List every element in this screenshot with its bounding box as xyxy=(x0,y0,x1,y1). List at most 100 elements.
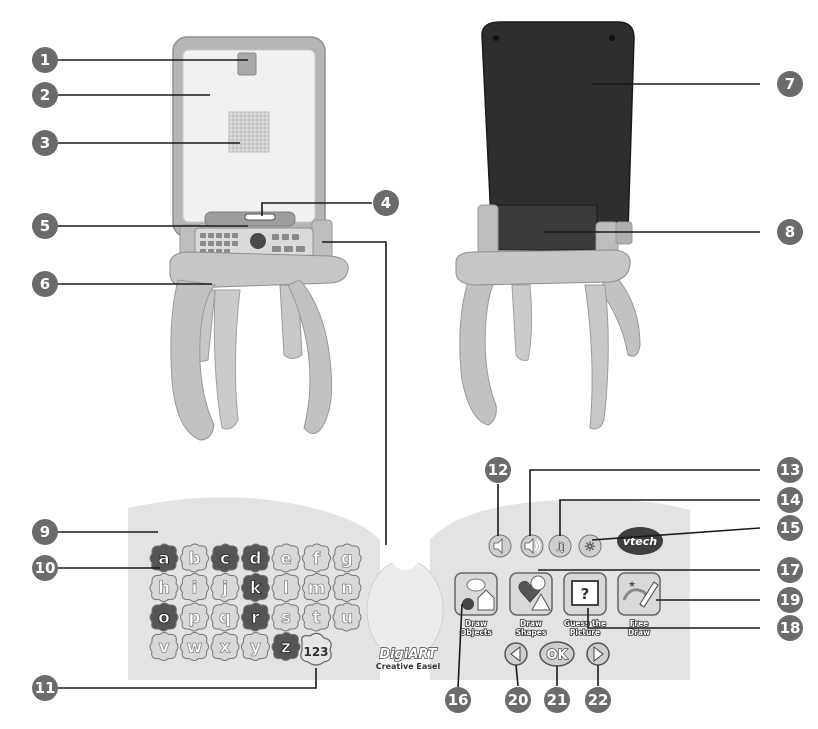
callout-number: 5 xyxy=(40,217,50,235)
numbers-key-label: 123 xyxy=(303,645,328,659)
letter-key-v[interactable]: v xyxy=(149,632,179,661)
vtech-logo-text: vtech xyxy=(623,535,657,548)
callout-19: 19 xyxy=(777,587,803,613)
guess-picture-button[interactable]: ? xyxy=(563,572,607,616)
product-title: DigiART xyxy=(379,647,437,662)
letter-key-q[interactable]: q xyxy=(210,602,240,632)
free-draw-button[interactable]: ★ xyxy=(617,572,661,616)
letter-key-k[interactable]: k xyxy=(241,573,270,602)
back-easel-leg-right xyxy=(599,269,641,357)
letter-key-label: l xyxy=(283,579,289,599)
letter-key-j[interactable]: j xyxy=(210,573,240,602)
chalkboard xyxy=(481,21,635,241)
product-subtitle: Creative Easel xyxy=(376,662,441,671)
callout-15: 15 xyxy=(777,515,803,541)
left-arrow-button[interactable] xyxy=(504,642,528,666)
callout-number: 21 xyxy=(547,691,568,709)
letter-key-p[interactable]: p xyxy=(180,602,209,632)
chalkboard-screw-right xyxy=(609,35,615,41)
letter-key-f[interactable]: f xyxy=(302,543,331,573)
draw-objects-button[interactable] xyxy=(454,572,498,616)
letter-key-x[interactable]: x xyxy=(210,632,240,661)
leader-line-18 xyxy=(587,608,760,629)
letter-key-u[interactable]: u xyxy=(332,602,362,632)
back-easel-leg-front xyxy=(584,284,609,430)
callout-16: 16 xyxy=(445,687,471,713)
triangle-icon xyxy=(531,592,551,611)
guess-picture-label-line2: Picture xyxy=(570,628,600,637)
callout-1: 1 xyxy=(32,47,58,73)
back-easel-tray xyxy=(455,249,631,286)
letter-key-b[interactable]: b xyxy=(180,543,209,573)
pencil-icon xyxy=(639,581,659,608)
bird-icon xyxy=(466,578,486,592)
letter-key-s[interactable]: s xyxy=(271,602,301,632)
callout-11: 11 xyxy=(32,675,58,701)
stylus-pen[interactable] xyxy=(244,213,276,221)
letter-key-t[interactable]: t xyxy=(302,602,331,632)
callout-number: 19 xyxy=(780,591,801,609)
numbers-key[interactable]: 123 xyxy=(300,632,332,666)
letter-key-c[interactable]: c xyxy=(210,543,240,573)
house-icon xyxy=(477,589,495,611)
callout-number: 14 xyxy=(780,491,801,509)
callout-18: 18 xyxy=(777,615,803,641)
letter-key-e[interactable]: e xyxy=(271,543,301,573)
callout-14: 14 xyxy=(777,487,803,513)
front-easel xyxy=(169,36,349,441)
callout-7: 7 xyxy=(777,71,803,97)
ok-button[interactable]: OK xyxy=(539,641,575,667)
circle-icon xyxy=(530,575,546,591)
right-arrow-button[interactable] xyxy=(586,642,610,666)
letter-key-a[interactable]: a xyxy=(149,543,179,573)
callout-number: 17 xyxy=(780,561,801,579)
leader-line-14 xyxy=(559,499,760,536)
letter-key-h[interactable]: h xyxy=(149,573,179,602)
callout-number: 7 xyxy=(785,75,795,93)
letter-key-d[interactable]: d xyxy=(241,543,270,573)
letter-key-label: d xyxy=(249,549,261,569)
letter-key-m[interactable]: m xyxy=(302,573,331,602)
drawing-pad[interactable] xyxy=(366,559,444,661)
letter-key-label: t xyxy=(312,608,320,628)
guess-picture-label-line1: Guess the xyxy=(564,619,606,628)
letter-key-n[interactable]: n xyxy=(332,573,362,602)
letter-key-l[interactable]: l xyxy=(271,573,301,602)
callout-22: 22 xyxy=(585,687,611,713)
callout-4: 4 xyxy=(373,190,399,216)
light-button[interactable]: ☼ xyxy=(578,534,602,558)
callout-number: 4 xyxy=(381,194,391,212)
letter-key-y[interactable]: y xyxy=(241,632,270,661)
back-easel-leg-back xyxy=(511,284,533,361)
letter-key-label: g xyxy=(341,549,353,569)
callout-number: 15 xyxy=(780,519,801,537)
draw-shapes-button[interactable] xyxy=(509,572,553,616)
chalkboard-screw-left xyxy=(493,35,499,41)
letter-key-z[interactable]: z xyxy=(271,632,301,661)
letter-key-i[interactable]: i xyxy=(180,573,209,602)
star-icon: ★ xyxy=(628,580,636,590)
callout-number: 12 xyxy=(488,461,509,479)
callout-6: 6 xyxy=(32,271,58,297)
drawing-pad-notch xyxy=(391,542,419,570)
letter-key-label: c xyxy=(220,549,230,569)
letter-key-label: h xyxy=(158,579,170,599)
callout-number: 11 xyxy=(35,679,56,697)
sun-icon: ☼ xyxy=(584,540,596,555)
music-button[interactable]: ♫ xyxy=(548,534,572,558)
draw-shapes-label-line2: Shapes xyxy=(516,628,547,637)
callout-10: 10 xyxy=(32,555,58,581)
letter-key-g[interactable]: g xyxy=(332,543,362,573)
letter-key-w[interactable]: w xyxy=(180,632,209,661)
callout-number: 9 xyxy=(40,523,50,541)
volume-down-button[interactable] xyxy=(488,534,512,558)
callout-number: 2 xyxy=(40,86,50,104)
letter-key-o[interactable]: o xyxy=(149,602,179,632)
callout-number: 10 xyxy=(35,559,56,577)
letter-key-r[interactable]: r xyxy=(241,602,270,632)
letter-key-label: p xyxy=(188,608,200,628)
callout-9: 9 xyxy=(32,519,58,545)
picture-frame-icon xyxy=(571,580,599,606)
volume-up-button[interactable] xyxy=(520,534,544,558)
